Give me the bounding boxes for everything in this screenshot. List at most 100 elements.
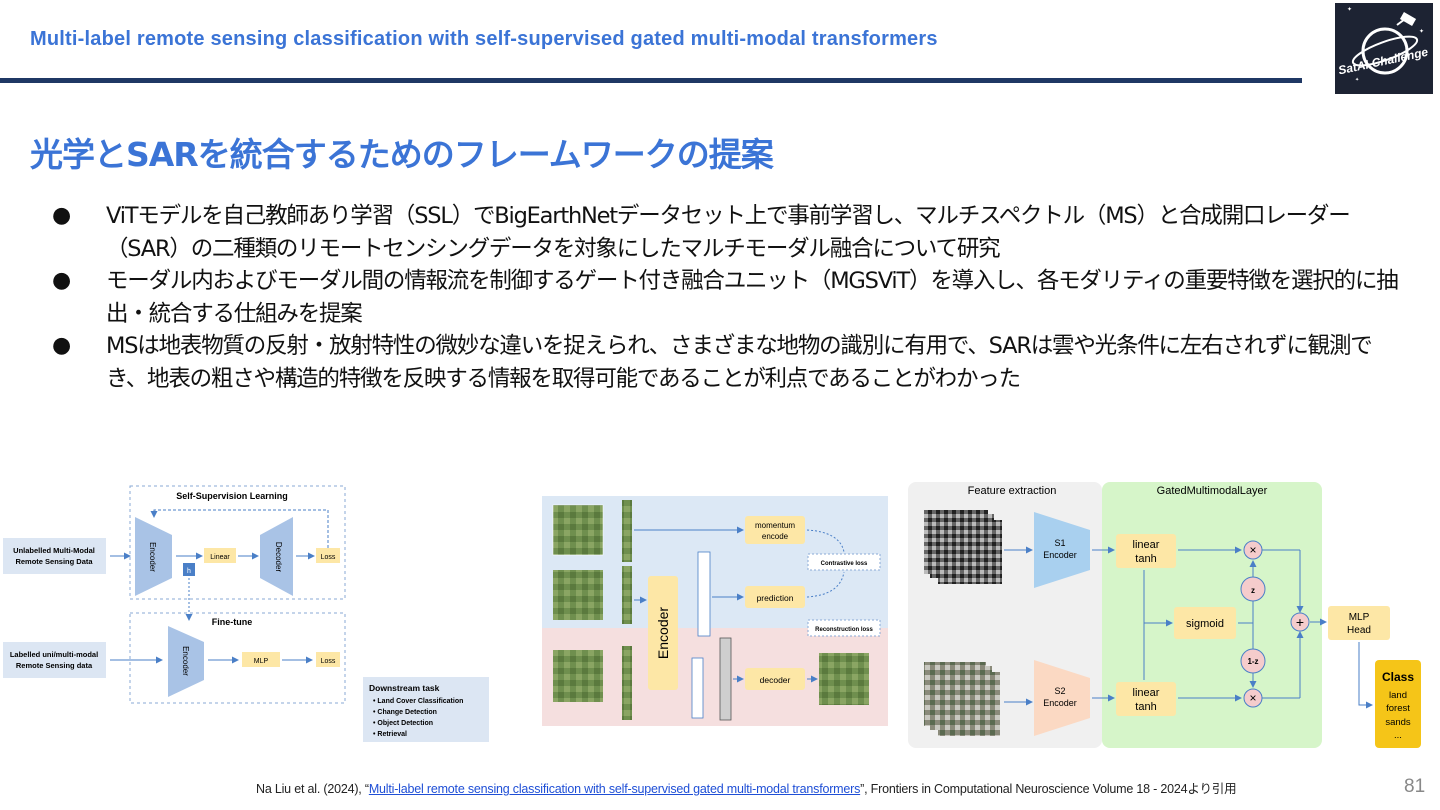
middle-encoder <box>648 576 678 690</box>
mlp-head-box <box>1328 606 1390 640</box>
linear-box <box>204 548 236 563</box>
class-item: sands <box>1385 717 1411 728</box>
right-pipeline-diagram: Feature extraction GatedMultimodalLayer … <box>908 482 1421 748</box>
mlp-head-label: MLP <box>1349 612 1370 623</box>
momentum-encode-box <box>745 516 805 544</box>
prediction-box <box>745 586 805 608</box>
reconstructed-image <box>819 653 869 705</box>
mlp-label: MLP <box>254 658 269 665</box>
downstream-title: Downstream task <box>369 683 440 693</box>
encoder-label: Encoder <box>148 542 157 572</box>
citation-suffix: ”, Frontiers in Computational Neuroscien… <box>860 782 1237 796</box>
downstream-item: • Change Detection <box>373 709 437 716</box>
labelled-label: Labelled uni/multi-modal <box>10 650 98 659</box>
satellite-icon: ✦ ✦ ✦ SatAI Challenge <box>1337 6 1430 83</box>
linear-tanh-label: tanh <box>1135 701 1156 713</box>
contrastive-loss-box <box>807 553 881 571</box>
bullet-dot: ● <box>52 268 71 293</box>
feature-extraction-title: Feature extraction <box>968 485 1057 497</box>
linear-label: Linear <box>210 554 230 561</box>
add-node <box>1290 612 1310 632</box>
momentum-label: encode <box>762 532 789 541</box>
contrastive-loss-label: Contrastive loss <box>821 561 868 567</box>
finetune-title: Fine-tune <box>212 617 253 627</box>
image-patch-grid <box>553 570 603 620</box>
token-strip <box>622 500 632 562</box>
downstream-item: • Land Cover Classification <box>373 698 463 705</box>
linear-tanh-label: linear <box>1133 539 1160 551</box>
s2-encoder <box>1034 660 1090 736</box>
multiply-sign: × <box>1249 691 1256 705</box>
labelled-data-box <box>3 642 106 678</box>
downstream-item: • Retrieval <box>373 731 407 738</box>
unlabelled-label: Unlabelled Multi-Modal <box>13 546 95 555</box>
bullet-item: ●モーダル内およびモーダル間の情報流を制御するゲート付き融合ユニット（MGSVi… <box>52 265 1402 330</box>
slide-title: 光学とSARを統合するためのフレームワークの提案 <box>30 135 774 174</box>
s2-label: S2 <box>1054 686 1065 696</box>
class-item: ... <box>1394 730 1402 741</box>
citation-prefix: Na Liu et al. (2024), “ <box>256 782 369 796</box>
bullet-item: ● ViTモデルを自己教師あり学習（SSL）でBigEarthNetデータセット上… <box>52 200 1402 265</box>
s1-label: S1 <box>1054 538 1065 548</box>
middle-pipeline-diagram: Encoder momentum encode prediction decod… <box>542 496 888 726</box>
ssl-title: Self-Supervision Learning <box>176 491 288 501</box>
gated-layer-title: GatedMultimodalLayer <box>1157 485 1268 497</box>
token-strip <box>622 566 632 624</box>
reconstruction-loss-box <box>807 619 881 637</box>
bullet-text: MSは地表物質の反射・放射特性の微妙な違いを捉えられ、さまざまな地物の識別に有用… <box>106 333 1373 392</box>
finetune-box <box>129 612 346 704</box>
mlp-box <box>242 652 280 667</box>
ssl-box <box>129 485 346 600</box>
svg-text:✦: ✦ <box>1419 28 1424 35</box>
bullet-item: ● MSは地表物質の反射・放射特性の微妙な違いを捉えられ、さまざまな地物の識別に有… <box>52 330 1402 395</box>
sar-image <box>924 510 988 574</box>
ssl-encoder <box>135 517 172 596</box>
bullet-list: ● ViTモデルを自己教師あり学習（SSL）でBigEarthNetデータセット上… <box>52 200 1402 395</box>
prediction-label: prediction <box>757 593 794 603</box>
linear-tanh-s1 <box>1116 534 1176 568</box>
masked-column <box>719 637 732 721</box>
linear-tanh-label: tanh <box>1135 553 1156 565</box>
svg-text:✦: ✦ <box>1347 6 1352 13</box>
loss-label: Loss <box>321 554 336 561</box>
bullet-dot: ● <box>52 333 71 358</box>
s1-encoder <box>1034 512 1090 588</box>
header-title: Multi-label remote sensing classificatio… <box>30 28 938 50</box>
feature-column <box>691 657 704 719</box>
add-sign: + <box>1296 614 1304 630</box>
linear-tanh-label: linear <box>1133 687 1160 699</box>
left-pipeline-diagram: Self-Supervision Learning Fine-tune Unla… <box>3 485 489 742</box>
bullet-text: ViTモデルを自己教師あり学習（SSL）でBigEarthNetデータセット上で… <box>106 203 1351 262</box>
svg-text:✦: ✦ <box>1355 77 1359 83</box>
labelled-label: Remote Sensing data <box>16 661 93 670</box>
citation-link[interactable]: Multi-label remote sensing classificatio… <box>368 782 861 796</box>
encoder-label: Encoder <box>181 646 190 676</box>
loss-label: Loss <box>321 658 336 665</box>
bullet-dot: ● <box>52 203 71 228</box>
architecture-diagram: Self-Supervision Learning Fine-tune Unla… <box>3 482 1421 748</box>
h-token <box>183 563 195 576</box>
decoder-label: decoder <box>760 675 791 685</box>
linear-tanh-s2 <box>1116 682 1176 716</box>
downstream-task-box <box>363 677 489 742</box>
image-patch-grid <box>552 504 604 556</box>
decoder-box <box>745 668 805 690</box>
sigmoid-label: sigmoid <box>1186 618 1224 630</box>
encoder-label: Encoder <box>655 607 671 659</box>
z-label: z <box>1251 586 1255 595</box>
finetune-encoder <box>168 626 204 697</box>
class-item: forest <box>1386 703 1410 714</box>
feature-column <box>697 551 711 637</box>
sigmoid-box <box>1174 607 1236 639</box>
class-title: Class <box>1382 670 1414 684</box>
class-box <box>1375 660 1421 748</box>
reconstruction-loss-label: Reconstruction loss <box>815 627 873 633</box>
image-patch-grid <box>553 650 603 702</box>
class-item: land <box>1389 690 1407 701</box>
page-number: 81 <box>1404 776 1426 797</box>
finetune-loss-box <box>316 652 340 667</box>
decoder-label: Decoder <box>274 542 283 573</box>
header-rule <box>0 78 1302 83</box>
one-minus-z-label: 1-z <box>1247 657 1258 666</box>
unlabelled-label: Remote Sensing Data <box>15 557 93 566</box>
